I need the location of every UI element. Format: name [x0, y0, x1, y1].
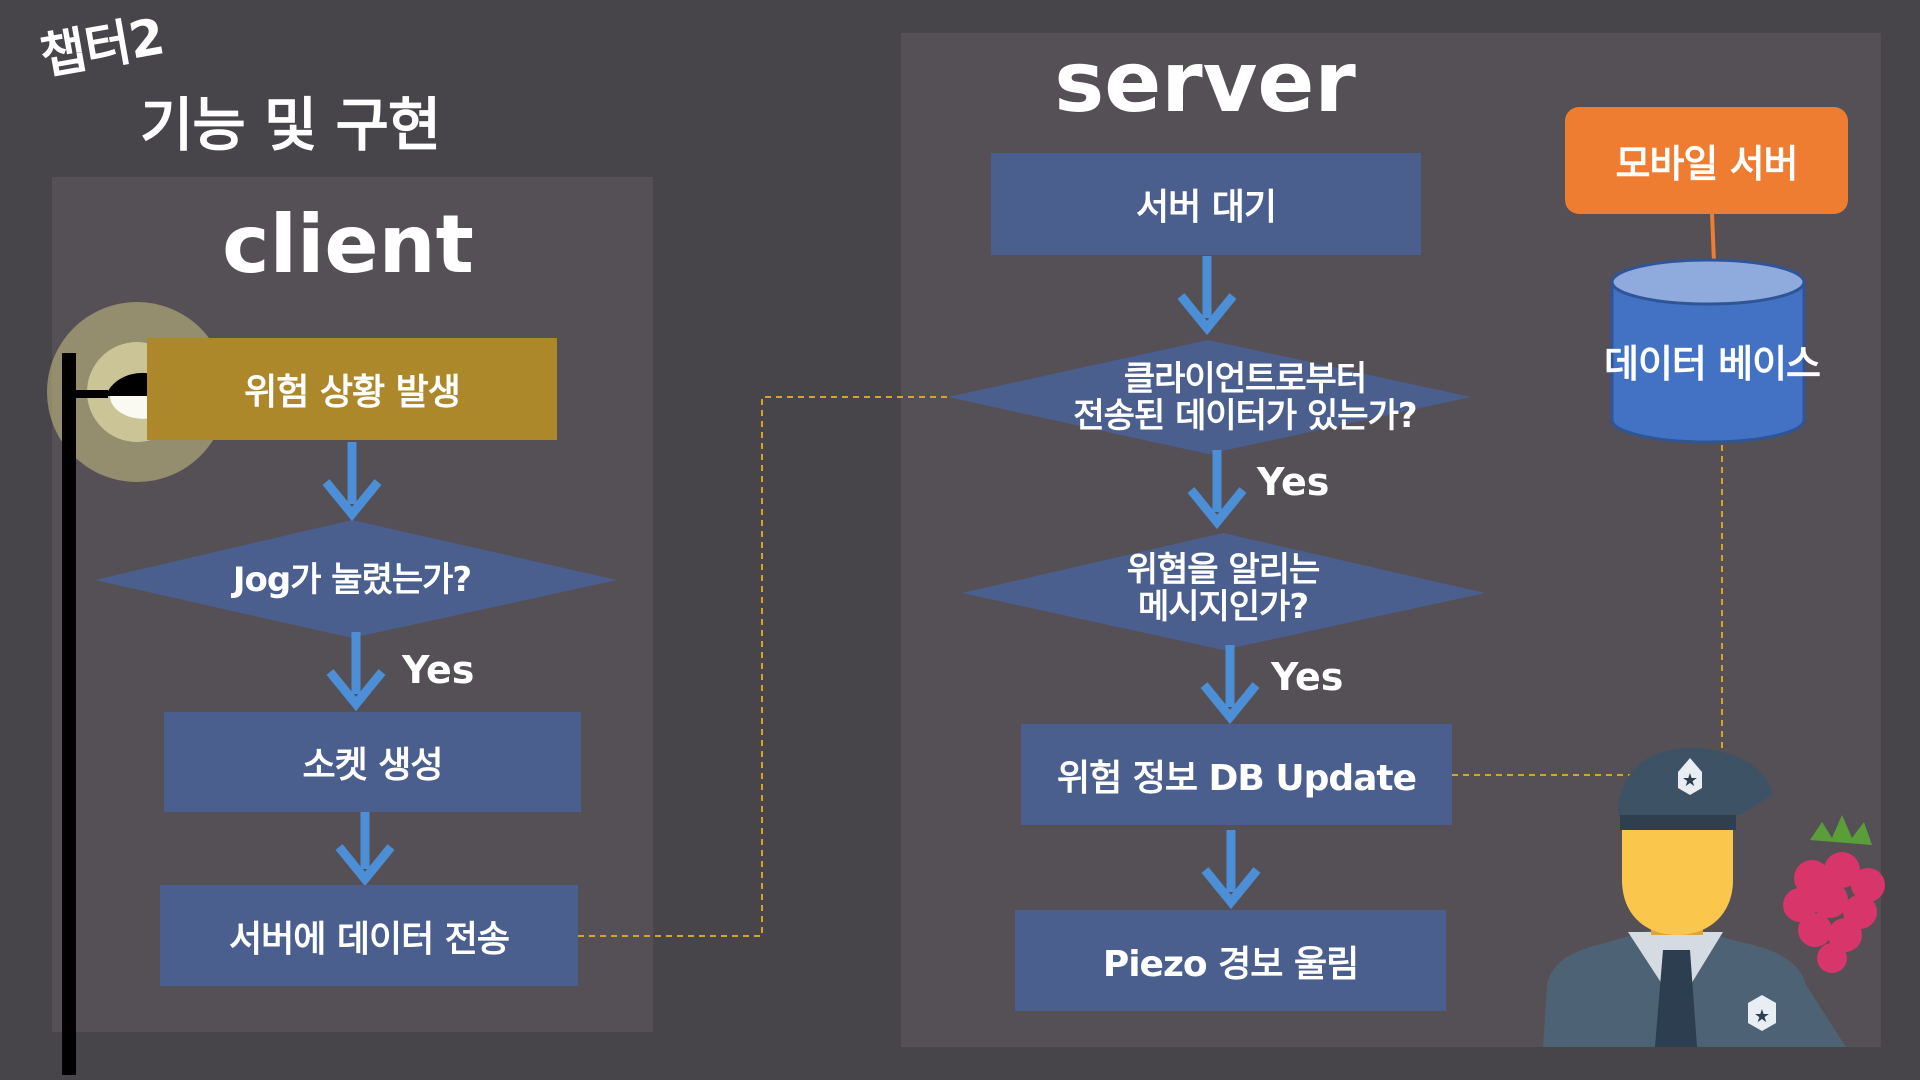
- client-title: client: [222, 198, 474, 291]
- update-db-connector: [1452, 440, 1723, 776]
- database-cylinder-icon: [1610, 258, 1806, 444]
- jog-decision-label: Jog가 눌렸는가?: [232, 560, 472, 601]
- server-decision-1-line2: 전송된 데이터가 있는가?: [1073, 396, 1417, 436]
- server-wait-box: 서버 대기: [991, 153, 1421, 255]
- socket-create-box: 소켓 생성: [164, 712, 581, 812]
- server-decision-diamond-2: [962, 533, 1485, 650]
- svg-text:★: ★: [1754, 1006, 1770, 1027]
- arrow-down-icon: [1181, 256, 1233, 328]
- db-update-box: 위험 정보 DB Update: [1021, 724, 1452, 825]
- mobile-server-box: 모바일 서버: [1565, 107, 1848, 214]
- server-yes-1-label: Yes: [1257, 460, 1330, 504]
- server-decision-diamond-1: [948, 340, 1471, 454]
- arrow-down-icon: [330, 632, 382, 704]
- database-label: 데이터 베이스: [1604, 341, 1821, 386]
- client-decision-diamond: [95, 520, 617, 638]
- hazard-event-box: 위험 상황 발생: [147, 338, 557, 440]
- server-title: server: [1054, 33, 1356, 131]
- police-officer-icon: ★ ★: [1543, 748, 1846, 1047]
- arrow-down-icon: [339, 807, 391, 879]
- arrow-down-icon: [1205, 830, 1257, 902]
- arrow-down-icon: [1191, 450, 1243, 522]
- arrow-down-icon: [1204, 645, 1256, 717]
- raspberry-icon: [1783, 815, 1885, 973]
- server-decision-1-line1: 클라이언트로부터: [1123, 358, 1367, 399]
- server-decision-2-line2: 메시지인가?: [1137, 587, 1309, 627]
- server-decision-2-label: 위협을 알리는 메시지인가?: [1023, 549, 1423, 629]
- svg-text:★: ★: [1682, 770, 1698, 791]
- page-title: 기능 및 구현: [140, 91, 441, 159]
- server-decision-1-label: 클라이언트로부터 전송된 데이터가 있는가?: [1040, 358, 1450, 438]
- server-yes-2-label: Yes: [1271, 655, 1344, 699]
- send-data-box: 서버에 데이터 전송: [160, 885, 578, 986]
- piezo-alarm-box: Piezo 경보 울림: [1015, 910, 1446, 1011]
- arrow-down-icon: [326, 442, 378, 514]
- server-decision-2-line1: 위협을 알리는: [1126, 549, 1321, 590]
- client-server-connector: [578, 396, 948, 937]
- client-yes-label: Yes: [402, 648, 475, 692]
